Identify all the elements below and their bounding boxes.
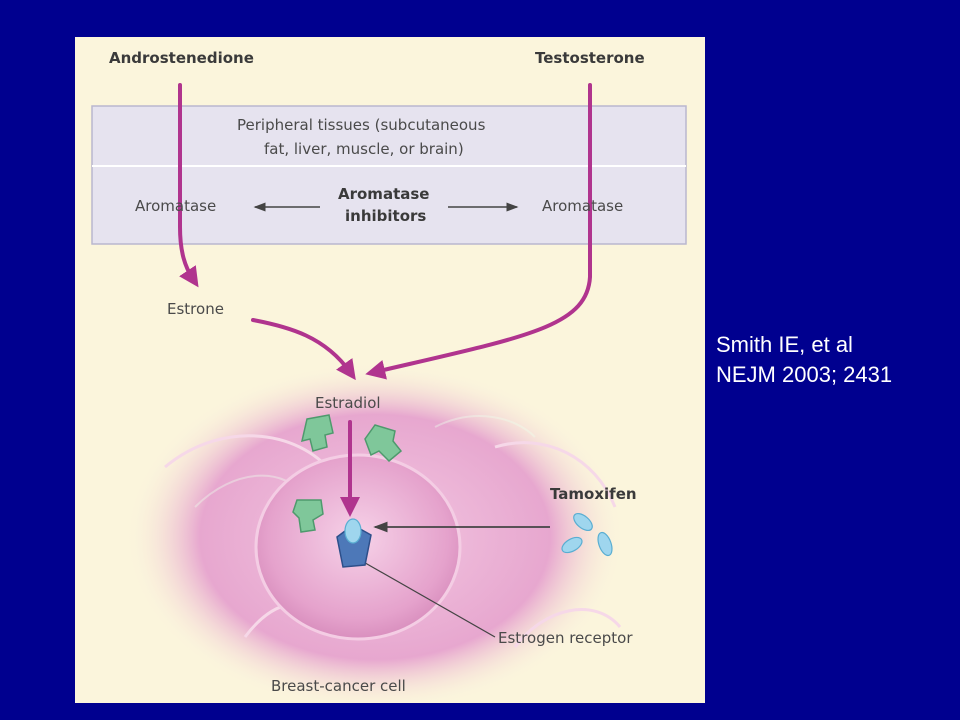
androstenedione-to-estrone-arrow (178, 83, 199, 288)
aromatase-inhibitors-line1: Aromatase (338, 185, 430, 203)
testosterone-label: Testosterone (535, 49, 645, 67)
aromatase-inhibitors-line2: inhibitors (345, 207, 427, 225)
estrogen-receptor-icon (336, 518, 372, 568)
estradiol-molecule-icon (292, 499, 324, 533)
estradiol-label: Estradiol (315, 394, 381, 412)
citation-line2: NEJM 2003; 2431 (716, 362, 893, 387)
peripheral-tissues-line2: fat, liver, muscle, or brain) (264, 140, 464, 158)
tamoxifen-molecule-icon (597, 531, 613, 557)
estrogen-pathway-figure: Androstenedione Testosterone Peripheral … (75, 37, 705, 703)
estrone-to-estradiol-arrow (251, 318, 356, 381)
androstenedione-label: Androstenedione (109, 49, 254, 67)
tamoxifen-molecule-icon (573, 512, 593, 532)
aromatase-right-label: Aromatase (542, 197, 624, 215)
pathway-arrows (178, 83, 592, 517)
receptor-pointer-line (359, 559, 496, 638)
tamoxifen-label: Tamoxifen (550, 485, 637, 503)
tamoxifen-molecule-icon (561, 536, 583, 554)
estrone-label: Estrone (167, 300, 224, 318)
tamoxifen-molecules (561, 512, 613, 557)
breast-cancer-cell-label: Breast-cancer cell (271, 677, 406, 695)
aromatase-left-label: Aromatase (135, 197, 217, 215)
estradiol-molecules (292, 414, 403, 533)
estrogen-receptor-label: Estrogen receptor (498, 629, 633, 647)
citation: Smith IE, et al NEJM 2003; 2431 (716, 330, 892, 390)
peripheral-tissues-box (91, 105, 687, 245)
peripheral-tissues-line1: Peripheral tissues (subcutaneous (237, 116, 486, 134)
citation-line1: Smith IE, et al (716, 332, 853, 357)
estradiol-molecule-icon (300, 414, 334, 452)
pathway-diagram (91, 83, 687, 703)
estradiol-molecule-icon (364, 424, 403, 463)
testosterone-to-estradiol-arrow (365, 83, 592, 380)
